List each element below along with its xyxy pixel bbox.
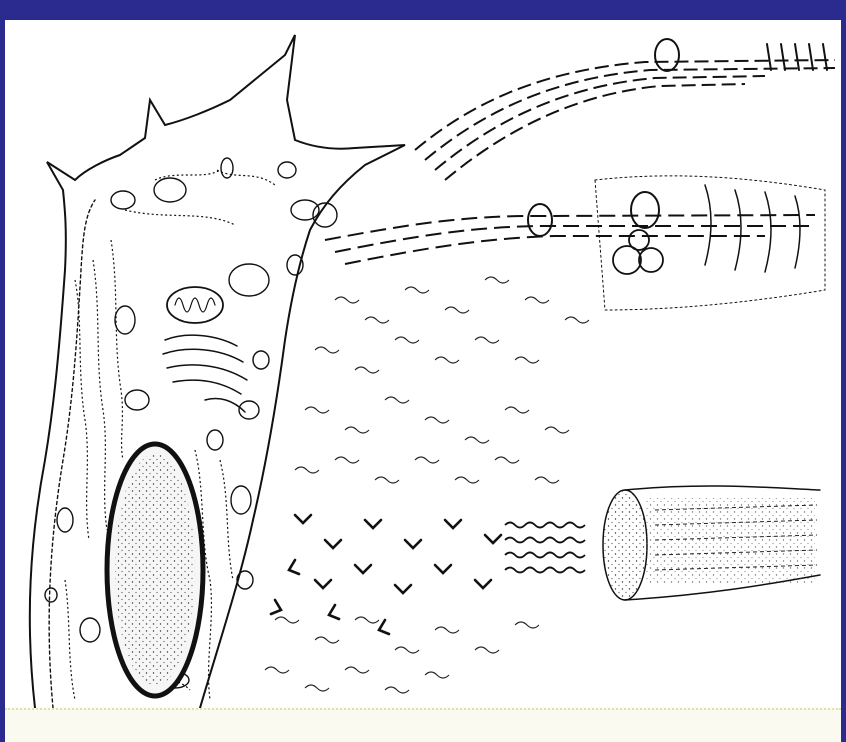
fibril-bundle-bottom-cylinder [603, 486, 820, 600]
nucleus [107, 444, 203, 696]
mitochondrion [167, 287, 223, 323]
fibril-cross-section-top [655, 39, 827, 71]
cell-membrane-outline [30, 35, 405, 708]
illustration-svg [5, 20, 841, 708]
tropocollagen-chevrons [271, 515, 501, 634]
bottom-strip [5, 708, 841, 742]
collagen-fibril-bottom [505, 523, 585, 573]
procollagen-wavy-strands [265, 277, 589, 693]
fibril-cross-section-middle [528, 176, 825, 310]
golgi-apparatus [163, 335, 247, 412]
cell-inner-membrane [49, 200, 95, 708]
collagen-fibril-top [415, 60, 835, 180]
fibroblast-collagen-illustration [5, 20, 841, 708]
